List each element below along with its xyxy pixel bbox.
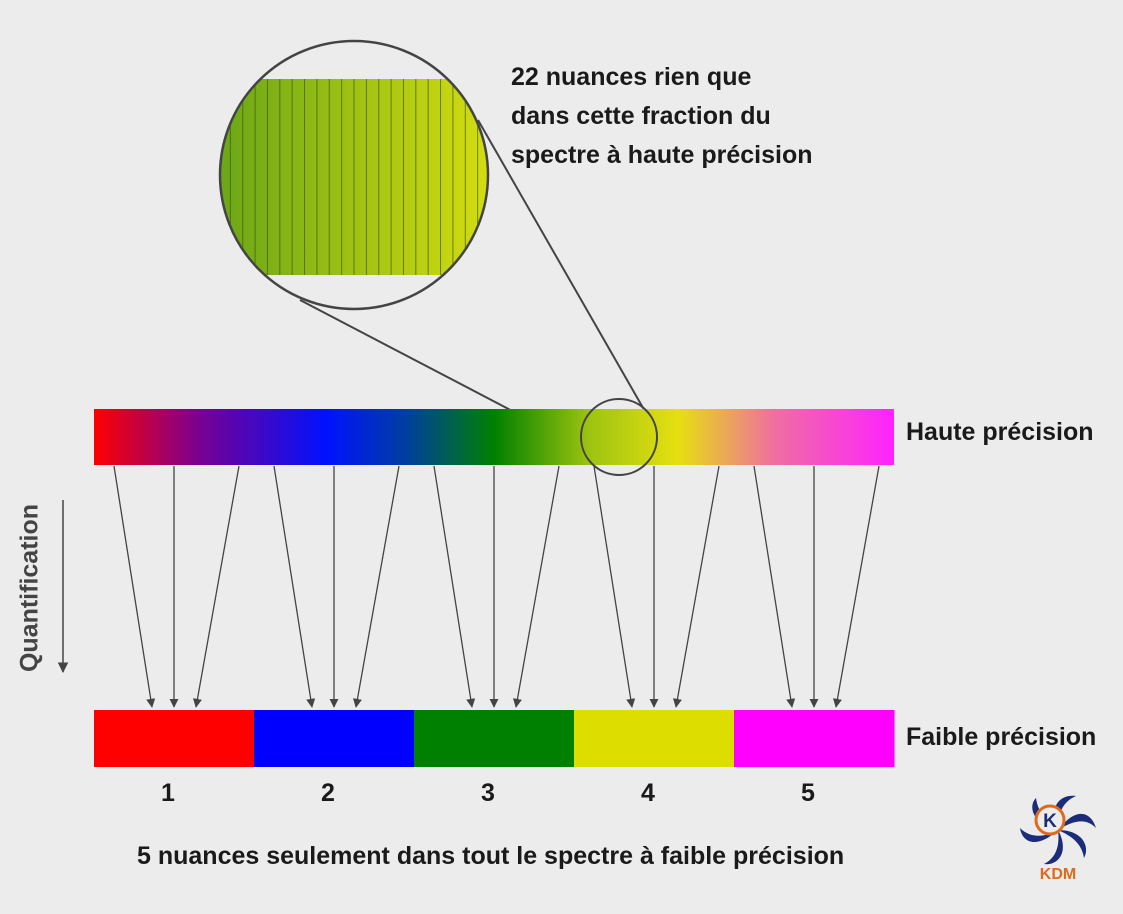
bucket-number-3: 3 <box>481 779 495 807</box>
kdm-logo: K KDM <box>1018 794 1098 890</box>
quantization-arrow-bucket-2 <box>273 465 316 708</box>
bucket-number-1: 1 <box>161 779 175 807</box>
zoom-callout-text: 22 nuances rien que dans cette fraction … <box>511 58 813 175</box>
low-precision-label: Faible précision <box>906 723 1097 751</box>
quantization-arrow-bucket-5 <box>753 465 796 708</box>
bucket-number-5: 5 <box>801 779 815 807</box>
quantization-arrow-bucket-3 <box>512 465 560 708</box>
footer-caption: 5 nuances seulement dans tout le spectre… <box>137 842 845 870</box>
callout-line-3: spectre à haute précision <box>511 141 813 169</box>
callout-connector-top <box>477 119 651 421</box>
quantization-arrow-bucket-4 <box>672 465 720 708</box>
callout-line-1: 22 nuances rien que <box>511 63 752 91</box>
quantization-arrow-bucket-3 <box>433 465 476 708</box>
kdm-logo-text: KDM <box>1039 866 1077 883</box>
zoom-circle <box>218 39 490 311</box>
callout-line-2: dans cette fraction du <box>511 102 771 130</box>
bucket-number-4: 4 <box>641 779 655 807</box>
quantization-arrow-bucket-4 <box>593 465 636 708</box>
quantification-axis-title: Quantification <box>15 503 44 673</box>
high-precision-spectrum-bar <box>94 409 894 465</box>
svg-text:K: K <box>1043 811 1057 832</box>
zoom-band-lines <box>229 79 479 275</box>
kdm-logo-icon: K <box>1020 795 1096 865</box>
low-precision-bucket-5 <box>734 710 895 767</box>
quantization-arrow-bucket-2 <box>352 465 400 708</box>
high-precision-label: Haute précision <box>906 418 1094 446</box>
low-precision-bucket-2 <box>254 710 415 767</box>
low-precision-bucket-4 <box>574 710 735 767</box>
quantization-arrow-bucket-1 <box>192 465 240 708</box>
quantization-arrows <box>113 465 880 708</box>
quantization-arrow-bucket-5 <box>832 465 880 708</box>
low-precision-bucket-1 <box>94 710 255 767</box>
low-precision-bucket-3 <box>414 710 575 767</box>
bucket-number-2: 2 <box>321 779 335 807</box>
low-precision-spectrum-bar <box>94 710 895 767</box>
magnifier-circle <box>580 398 658 476</box>
quantization-arrow-bucket-1 <box>113 465 156 708</box>
